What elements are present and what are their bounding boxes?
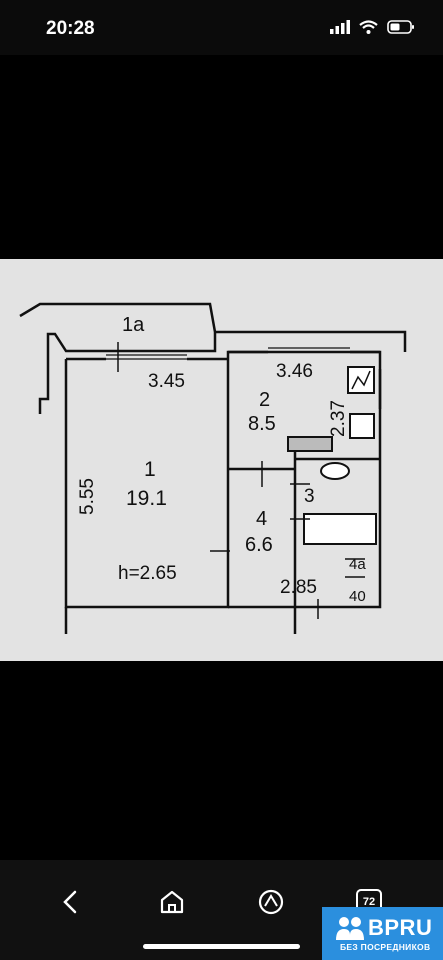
room-label-1: 1: [144, 458, 156, 481]
misc-label: 4а: [349, 556, 366, 573]
room-label-3: 3: [304, 486, 315, 507]
room-area-1: 19.1: [126, 487, 167, 510]
home-icon: [160, 890, 184, 914]
dimension-label: 3.46: [276, 361, 313, 382]
people-icon: [336, 917, 364, 940]
floor-plan-image[interactable]: 1a 3.45 3.46 2 8.5 2.37 5.55 1 19.1 3 4 …: [0, 259, 443, 661]
misc-label: 40: [349, 588, 366, 605]
logo-tagline: БЕЗ ПОСРЕДНИКОВ: [340, 942, 431, 952]
assistant-icon: [258, 889, 284, 915]
home-indicator[interactable]: [143, 944, 300, 949]
dimension-label: 5.55: [77, 478, 98, 515]
status-bar: 20:28: [0, 0, 443, 55]
room-label-4: 4: [256, 508, 267, 530]
room-area-2: 8.5: [248, 413, 276, 435]
ceiling-height: h=2.65: [118, 563, 177, 584]
wifi-icon: [359, 20, 378, 34]
room-label-1a: 1a: [122, 314, 145, 336]
home-button[interactable]: [152, 882, 192, 922]
clock: 20:28: [46, 18, 95, 39]
room-label-2: 2: [259, 389, 270, 411]
assistant-button[interactable]: [251, 882, 291, 922]
chevron-left-icon: [63, 890, 77, 914]
battery-icon: [387, 20, 414, 34]
signal-icon: [330, 20, 350, 34]
room-area-4: 6.6: [245, 534, 273, 556]
dimension-label: 2.37: [328, 400, 349, 437]
back-button[interactable]: [50, 882, 90, 922]
watermark-logo: BPRU БЕЗ ПОСРЕДНИКОВ: [322, 907, 443, 960]
floor-plan-drawing: 1a 3.45 3.46 2 8.5 2.37 5.55 1 19.1 3 4 …: [19, 302, 407, 634]
logo-name: BPRU: [368, 915, 433, 940]
status-icons: [330, 20, 415, 34]
dimension-label: 3.45: [148, 371, 185, 392]
dimension-label: 2.85: [280, 577, 317, 598]
